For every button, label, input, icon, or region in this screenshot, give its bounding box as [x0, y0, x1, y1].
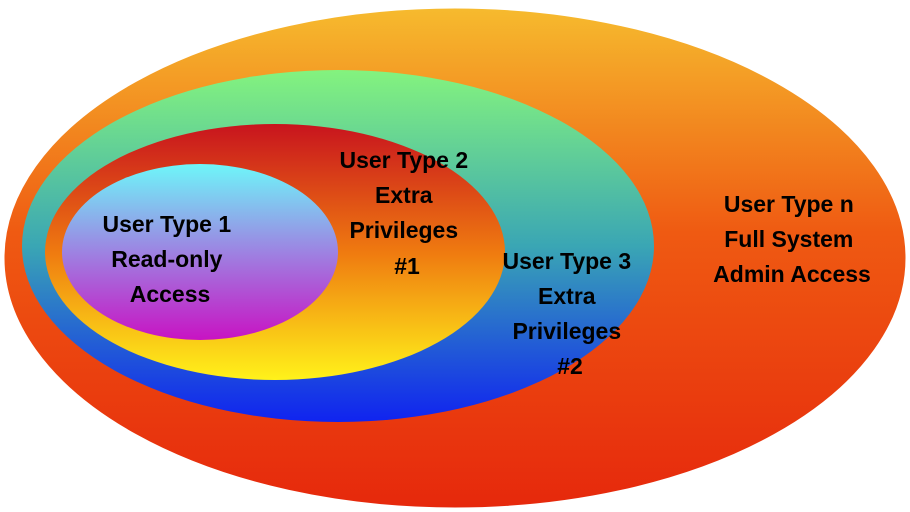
user-type-n-line-2: Full System [724, 226, 853, 252]
user-type-1-line-2: Read-only [111, 246, 222, 272]
user-type-3-line-3: Privileges [512, 318, 621, 344]
user-type-3-label: User Type 3 Extra Privileges #2 [502, 248, 637, 379]
user-type-2-line-1: User Type 2 [339, 147, 468, 173]
user-type-1-line-1: User Type 1 [102, 211, 231, 237]
user-type-1-label: User Type 1 Read-only Access [102, 211, 237, 307]
user-type-3-line-2: Extra [538, 283, 596, 309]
user-type-2-line-4: #1 [394, 253, 420, 279]
user-type-2-label: User Type 2 Extra Privileges #1 [339, 147, 474, 279]
user-type-1-region [62, 164, 338, 340]
user-type-n-line-3: Admin Access [713, 261, 871, 287]
user-type-n-line-1: User Type n [724, 191, 854, 217]
user-type-2-line-3: Privileges [349, 217, 458, 243]
user-type-3-line-4: #2 [557, 353, 583, 379]
user-type-3-line-1: User Type 3 [502, 248, 631, 274]
user-type-1-line-3: Access [130, 281, 211, 307]
user-type-n-label: User Type n Full System Admin Access [713, 191, 871, 287]
user-type-2-line-2: Extra [375, 182, 433, 208]
